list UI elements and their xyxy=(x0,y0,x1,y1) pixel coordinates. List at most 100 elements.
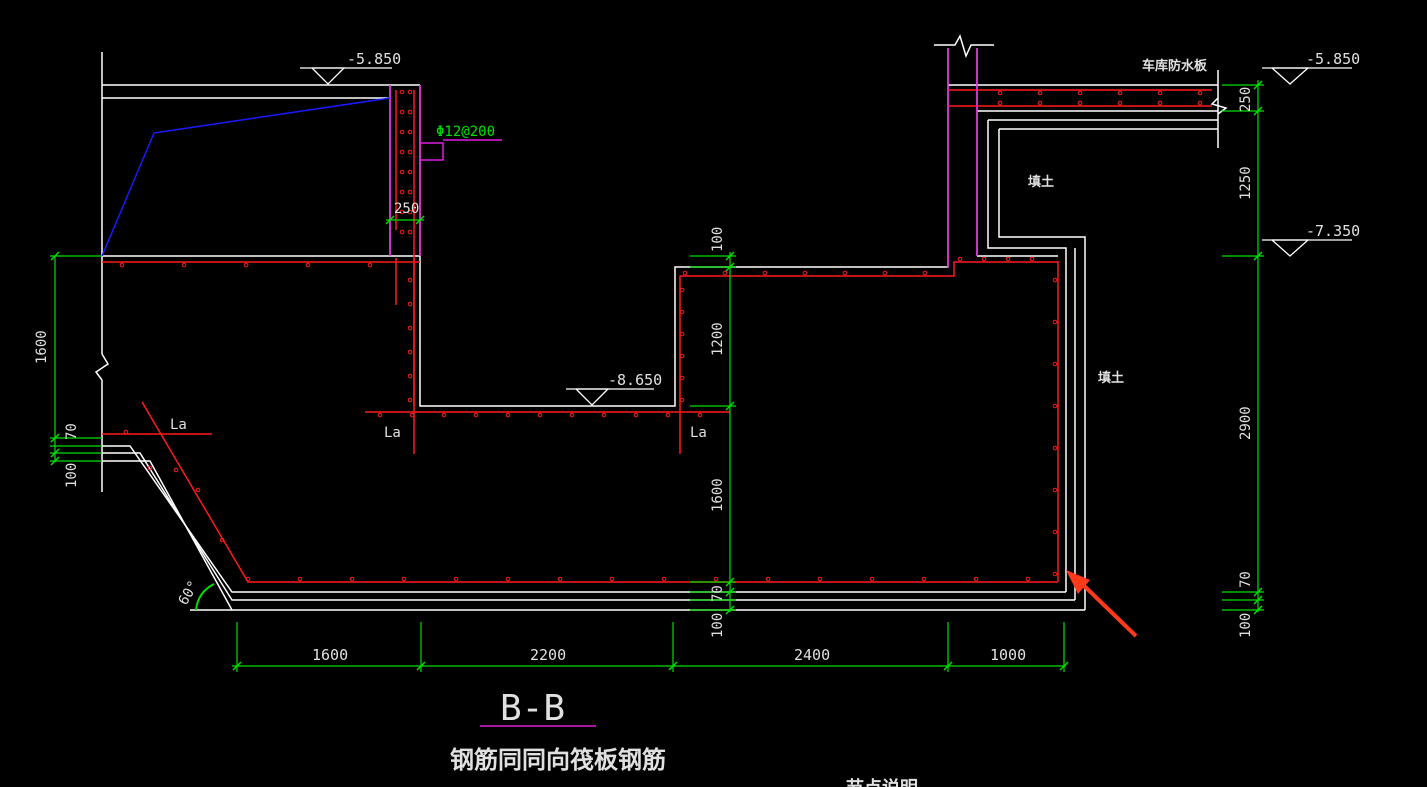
rebar-dot xyxy=(569,412,575,418)
rebar-dot xyxy=(679,353,685,359)
rebar-dot xyxy=(195,487,201,493)
rebar-dot xyxy=(399,189,405,195)
rebar-dot xyxy=(679,331,685,337)
rebar-dot xyxy=(407,129,413,135)
rebar-dot xyxy=(407,373,413,379)
rebar-dot xyxy=(407,349,413,355)
rebar-dot xyxy=(147,465,153,471)
dim-right-1250: 1250 xyxy=(1238,166,1254,200)
dim-left-1600: 1600 xyxy=(34,330,50,364)
dim-mid-70: 70 xyxy=(710,585,726,602)
dim-mid-1600: 1600 xyxy=(710,478,726,512)
rebar-dot xyxy=(119,262,125,268)
rebar-dot xyxy=(697,412,703,418)
rebar-dot xyxy=(181,262,187,268)
rebar-dot xyxy=(1157,100,1163,106)
rebar-dot xyxy=(1025,576,1031,582)
rebar-dot xyxy=(921,576,927,582)
rebar-dot xyxy=(407,89,413,95)
elevation-markers xyxy=(300,67,1352,406)
rebar-dot xyxy=(557,576,563,582)
fill-soil-right: 填土 xyxy=(1098,370,1124,386)
rebar-dot xyxy=(1197,100,1203,106)
dim-right-100: 100 xyxy=(1238,613,1254,638)
dim-mid-100: 100 xyxy=(710,227,726,252)
dim-bottom-2: 2200 xyxy=(530,646,566,664)
rebar-dot xyxy=(407,301,413,307)
rebar-dot xyxy=(399,109,405,115)
rebar-dot xyxy=(633,412,639,418)
rebar-dot xyxy=(399,209,405,215)
section-subtitle: 钢筋同同向筏板钢筋 xyxy=(450,746,666,774)
anchor-label-left: La xyxy=(170,417,187,433)
rebar-dot xyxy=(679,375,685,381)
rebar-dot xyxy=(679,309,685,315)
rebar-dot xyxy=(399,89,405,95)
elevation-top-right: -5.850 xyxy=(1306,50,1360,68)
rebar-dot xyxy=(399,149,405,155)
rebar-dot xyxy=(765,576,771,582)
rebar-dot xyxy=(1052,403,1058,409)
rebar-dot xyxy=(981,256,987,262)
elevation-right-mid: -7.350 xyxy=(1306,222,1360,240)
magenta-lines xyxy=(389,48,978,727)
rebar-dot xyxy=(1052,529,1058,535)
rebar-dot xyxy=(407,229,413,235)
dimension-ticks xyxy=(50,80,1263,671)
wall-thickness-label: 250 xyxy=(394,201,419,217)
rebar-dot xyxy=(1052,319,1058,325)
rebar-dot xyxy=(1052,571,1058,577)
rebar-dot xyxy=(679,397,685,403)
rebar-dot xyxy=(505,412,511,418)
dim-bottom-4: 1000 xyxy=(990,646,1026,664)
rebar-dot xyxy=(367,262,373,268)
rebar-dot xyxy=(1077,90,1083,96)
rebar-dot xyxy=(441,412,447,418)
rebar-dot xyxy=(1005,256,1011,262)
rebar-dot xyxy=(957,256,963,262)
rebar-dot xyxy=(407,109,413,115)
rebar-dot xyxy=(505,576,511,582)
rebar-dot xyxy=(407,325,413,331)
rebar-dot xyxy=(407,169,413,175)
rebar-dot xyxy=(817,576,823,582)
angle-arc xyxy=(195,583,215,611)
section-title: B-B xyxy=(500,688,565,729)
rebar-dot xyxy=(601,412,607,418)
rebar-dot xyxy=(842,270,848,276)
dim-left-70: 70 xyxy=(64,423,80,440)
rebar-dot xyxy=(682,270,688,276)
dim-right-2900: 2900 xyxy=(1238,406,1254,440)
rebar-dot xyxy=(399,129,405,135)
pointer-arrow xyxy=(1066,570,1138,638)
rebar xyxy=(102,89,1212,583)
rebar-dot xyxy=(922,270,928,276)
fill-soil-upper: 填土 xyxy=(1028,174,1054,190)
slope-line xyxy=(101,97,391,257)
rebar-dot xyxy=(1052,361,1058,367)
rebar-dot xyxy=(1052,487,1058,493)
rebar-dots xyxy=(119,89,1203,582)
rebar-dot xyxy=(407,277,413,283)
dim-bottom-3: 2400 xyxy=(794,646,830,664)
rebar-dot xyxy=(722,270,728,276)
rebar-dot xyxy=(243,262,249,268)
rebar-dot xyxy=(305,262,311,268)
rebar-dot xyxy=(869,576,875,582)
rebar-dot xyxy=(1117,90,1123,96)
rebar-callout: Φ12@200 xyxy=(436,124,495,140)
rebar-dot xyxy=(802,270,808,276)
dim-mid-100b: 100 xyxy=(710,613,726,638)
rebar-dot xyxy=(399,229,405,235)
rebar-dot xyxy=(349,576,355,582)
dim-bottom-1: 1600 xyxy=(312,646,348,664)
rebar-dot xyxy=(973,576,979,582)
rebar-dot xyxy=(1077,100,1083,106)
dim-right-70: 70 xyxy=(1238,571,1254,588)
dim-mid-1200: 1200 xyxy=(710,322,726,356)
rebar-dot xyxy=(882,270,888,276)
rebar-dot xyxy=(219,537,225,543)
rebar-dot xyxy=(1117,100,1123,106)
rebar-dot xyxy=(409,412,415,418)
